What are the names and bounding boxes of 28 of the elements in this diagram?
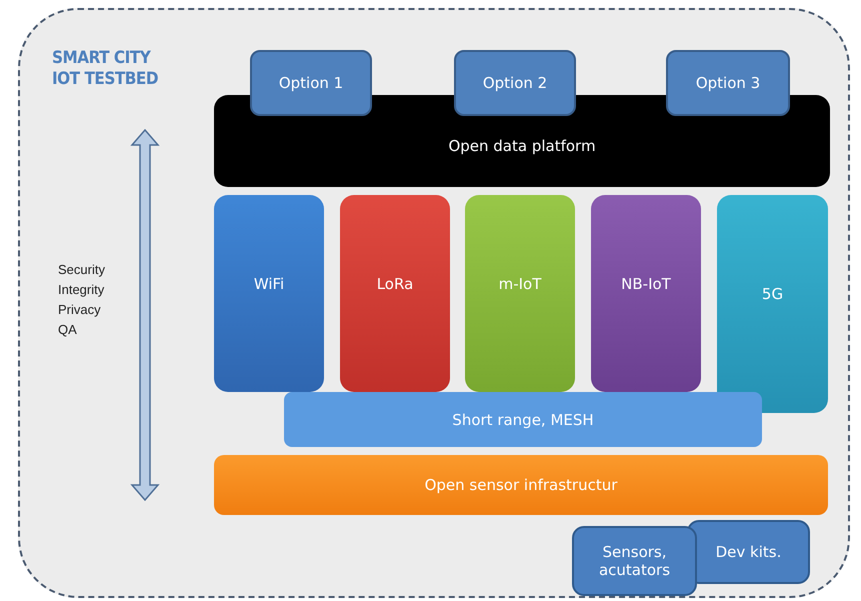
- layer-label: Sensors, acutators: [598, 543, 672, 579]
- layer-label: Option 1: [278, 74, 344, 92]
- sensor-layer: [214, 455, 828, 515]
- layer-label: m-IoT: [498, 274, 542, 292]
- frame-heading: SMART CITY IOT TESTBED: [52, 48, 160, 90]
- layer-label: 5G: [762, 285, 784, 303]
- option-box: [666, 50, 790, 116]
- network-column: [340, 195, 450, 392]
- device-box: [687, 520, 810, 584]
- layer-label: Open sensor infrastructur: [424, 476, 618, 494]
- network-column: [214, 195, 324, 392]
- layer-label: Dev kits.: [716, 543, 782, 561]
- testbed-frame: [18, 8, 850, 598]
- mesh-layer: [284, 392, 762, 447]
- network-column: [717, 195, 828, 413]
- option-box: [454, 50, 576, 116]
- option-box: [250, 50, 372, 116]
- network-column: [465, 195, 575, 392]
- device-box: [572, 526, 697, 596]
- layer-label: LoRa: [376, 274, 414, 292]
- note-text: Security Integrity Privacy QA: [58, 261, 106, 339]
- layer-label: Open data platform: [448, 137, 596, 155]
- layer-label: WiFi: [254, 274, 284, 292]
- layer-label: Option 2: [482, 74, 548, 92]
- layer-label: NB-IoT: [621, 274, 671, 292]
- layer-label: Short range, MESH: [452, 410, 594, 428]
- layer-label: Option 3: [696, 74, 760, 92]
- network-column: [591, 195, 701, 392]
